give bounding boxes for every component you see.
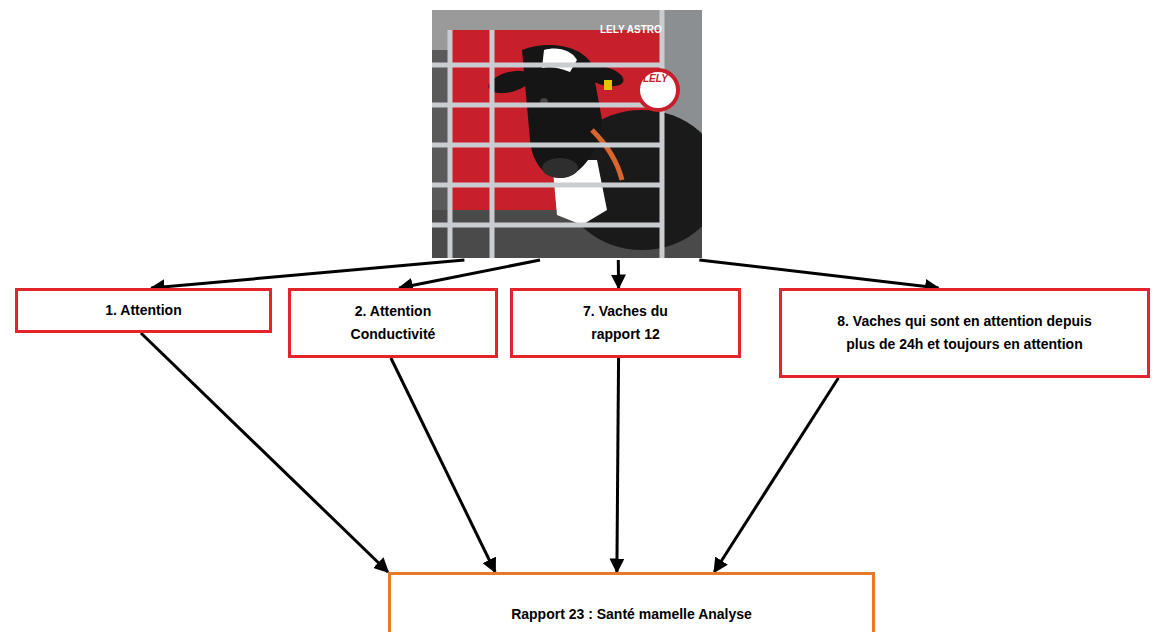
arrow-connector — [617, 358, 619, 572]
arrow-connector — [699, 260, 938, 288]
photo-text: LELY — [643, 73, 668, 84]
arrow-connector — [617, 260, 620, 288]
box-label: 1. Attention — [105, 299, 181, 322]
box-label: 7. Vaches du rapport 12 — [563, 300, 688, 346]
box-label: Rapport 23 : Santé mamelle Analyse — [511, 603, 752, 626]
arrow-connector — [399, 260, 540, 288]
process-box: 2. Attention Conductivité — [288, 288, 498, 358]
photo-node: LELY ASTRO LELY — [432, 10, 702, 258]
process-box: 7. Vaches du rapport 12 — [510, 288, 741, 358]
report-box: Rapport 23 : Santé mamelle Analyse — [388, 572, 875, 632]
arrow-connector — [391, 358, 495, 572]
arrow-connector — [141, 333, 388, 572]
photo-text: LELY ASTRO — [600, 24, 662, 35]
arrow-connector — [714, 378, 838, 572]
box-label: 2. Attention Conductivité — [331, 300, 455, 346]
process-box: 1. Attention — [15, 288, 272, 333]
process-box: 8. Vaches qui sont en attention depuis p… — [779, 288, 1150, 378]
milking-robot-photo — [432, 10, 702, 258]
box-label: 8. Vaches qui sont en attention depuis p… — [837, 310, 1092, 356]
